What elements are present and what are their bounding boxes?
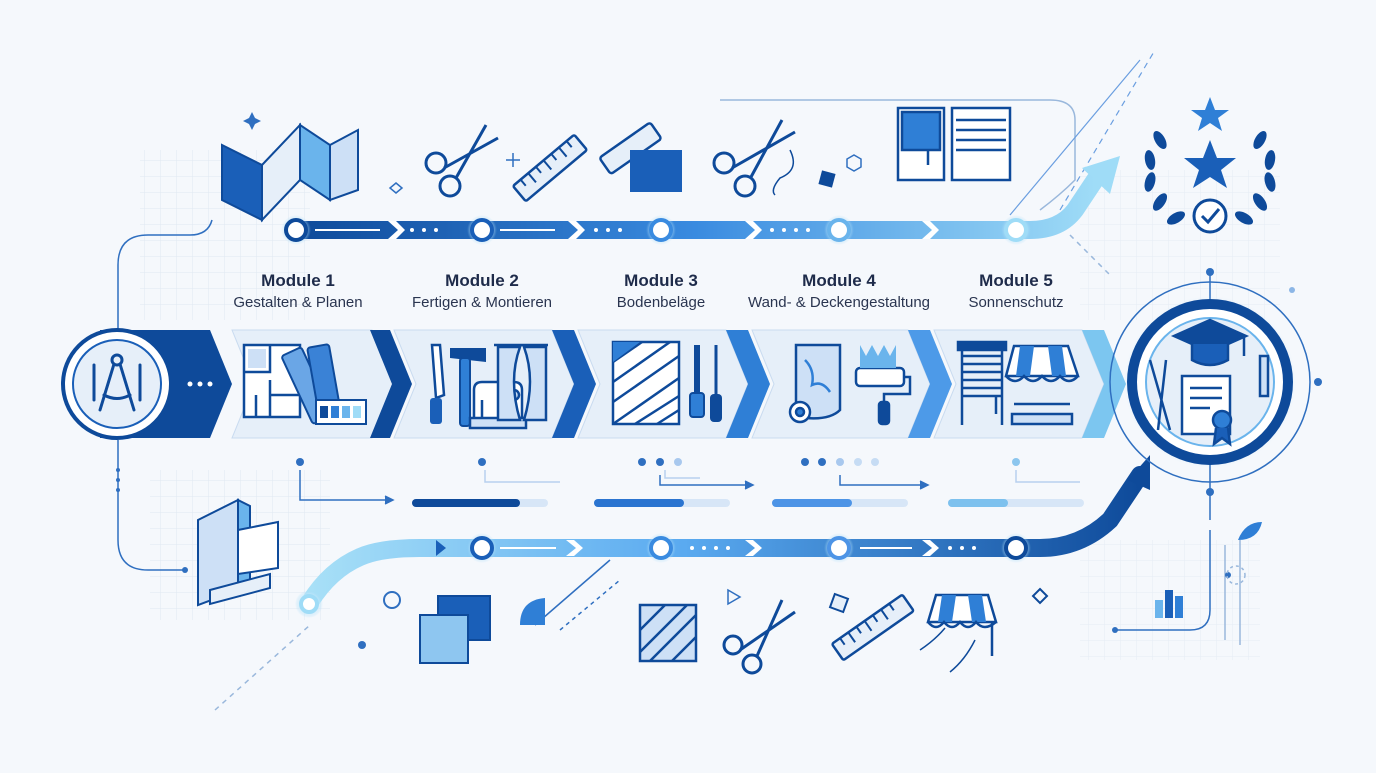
hexagon-icon [846, 154, 862, 172]
module-3-label: Module 3 Bodenbeläge [576, 270, 746, 314]
graduation-certificate-icon [1148, 318, 1270, 447]
chisel-icon [689, 345, 705, 418]
ruler-icon [512, 134, 588, 202]
diamond-icon [1031, 587, 1049, 605]
hammer-icon [450, 348, 486, 427]
ring-icon [383, 591, 401, 609]
triangle-icon [727, 588, 742, 606]
ruler-icon-2 [831, 594, 915, 661]
module-1-label: Module 1 Gestalten & Planen [213, 270, 383, 314]
panel-frame-icon [197, 498, 279, 607]
module-subtitle: Sonnenschutz [968, 294, 1064, 311]
module-subtitle: Fertigen & Montieren [411, 294, 553, 311]
cube-icon [818, 170, 836, 188]
top-track-nodes [281, 215, 1031, 245]
wallpaper-roll-icon [788, 343, 842, 424]
progress-bars [412, 470, 1084, 507]
module-2-label: Module 2 Fertigen & Montieren [397, 270, 567, 314]
connector-dots [116, 268, 1322, 649]
module-subtitle: Wand- & Deckengestaltung [747, 294, 931, 311]
bottom-track-nodes [295, 533, 1031, 618]
module-title: Module 5 [979, 271, 1053, 290]
roller-blind-icon [896, 106, 946, 182]
paint-roller-icon [854, 345, 912, 426]
module-title: Module 4 [802, 271, 876, 290]
module-title: Module 1 [261, 271, 335, 290]
dashed-ring-icon [1226, 565, 1246, 585]
module-subtitle: Bodenbeläge [616, 294, 706, 311]
module-title: Module 2 [445, 271, 519, 290]
goal-badge [1109, 281, 1311, 483]
screwdriver-icon [710, 345, 722, 422]
scissors-icon-2 [712, 119, 796, 198]
top-track [281, 156, 1120, 245]
cube-outline-icon [828, 592, 850, 614]
parquet-floor-icon [611, 340, 681, 426]
curtain-icon [494, 343, 548, 422]
blinds-icon [956, 340, 1008, 425]
scissors-icon-3 [722, 599, 796, 675]
module-4-label: Module 4 Wand- & Deckengestaltung [724, 270, 954, 314]
leaf-icon [1238, 522, 1262, 540]
fabric-swatches-icon [419, 595, 491, 664]
knife-icon [430, 343, 446, 424]
tile-pattern-icon [638, 603, 698, 663]
fabric-sample-icon [599, 122, 682, 192]
color-swatches-icon [281, 343, 367, 425]
venetian-blind-icon [950, 106, 1012, 182]
start-badge [61, 328, 173, 440]
folded-plan-icon [221, 122, 359, 223]
bottom-track [295, 455, 1150, 618]
awning-icon-2 [919, 593, 998, 673]
module-title: Module 3 [624, 271, 698, 290]
module-5-label: Module 5 Sonnenschutz [931, 270, 1101, 314]
quarter-circle-icon [520, 598, 545, 625]
drafting-tools-icon [92, 353, 142, 412]
connector-lines [117, 49, 1241, 711]
laurel-star-award-icon [1144, 97, 1276, 234]
module-subtitle: Gestalten & Planen [233, 294, 363, 311]
bar-chart-icon [1155, 590, 1183, 618]
awning-icon [1004, 344, 1080, 426]
scissors-icon [424, 124, 499, 198]
sparkle-icons [243, 112, 520, 194]
